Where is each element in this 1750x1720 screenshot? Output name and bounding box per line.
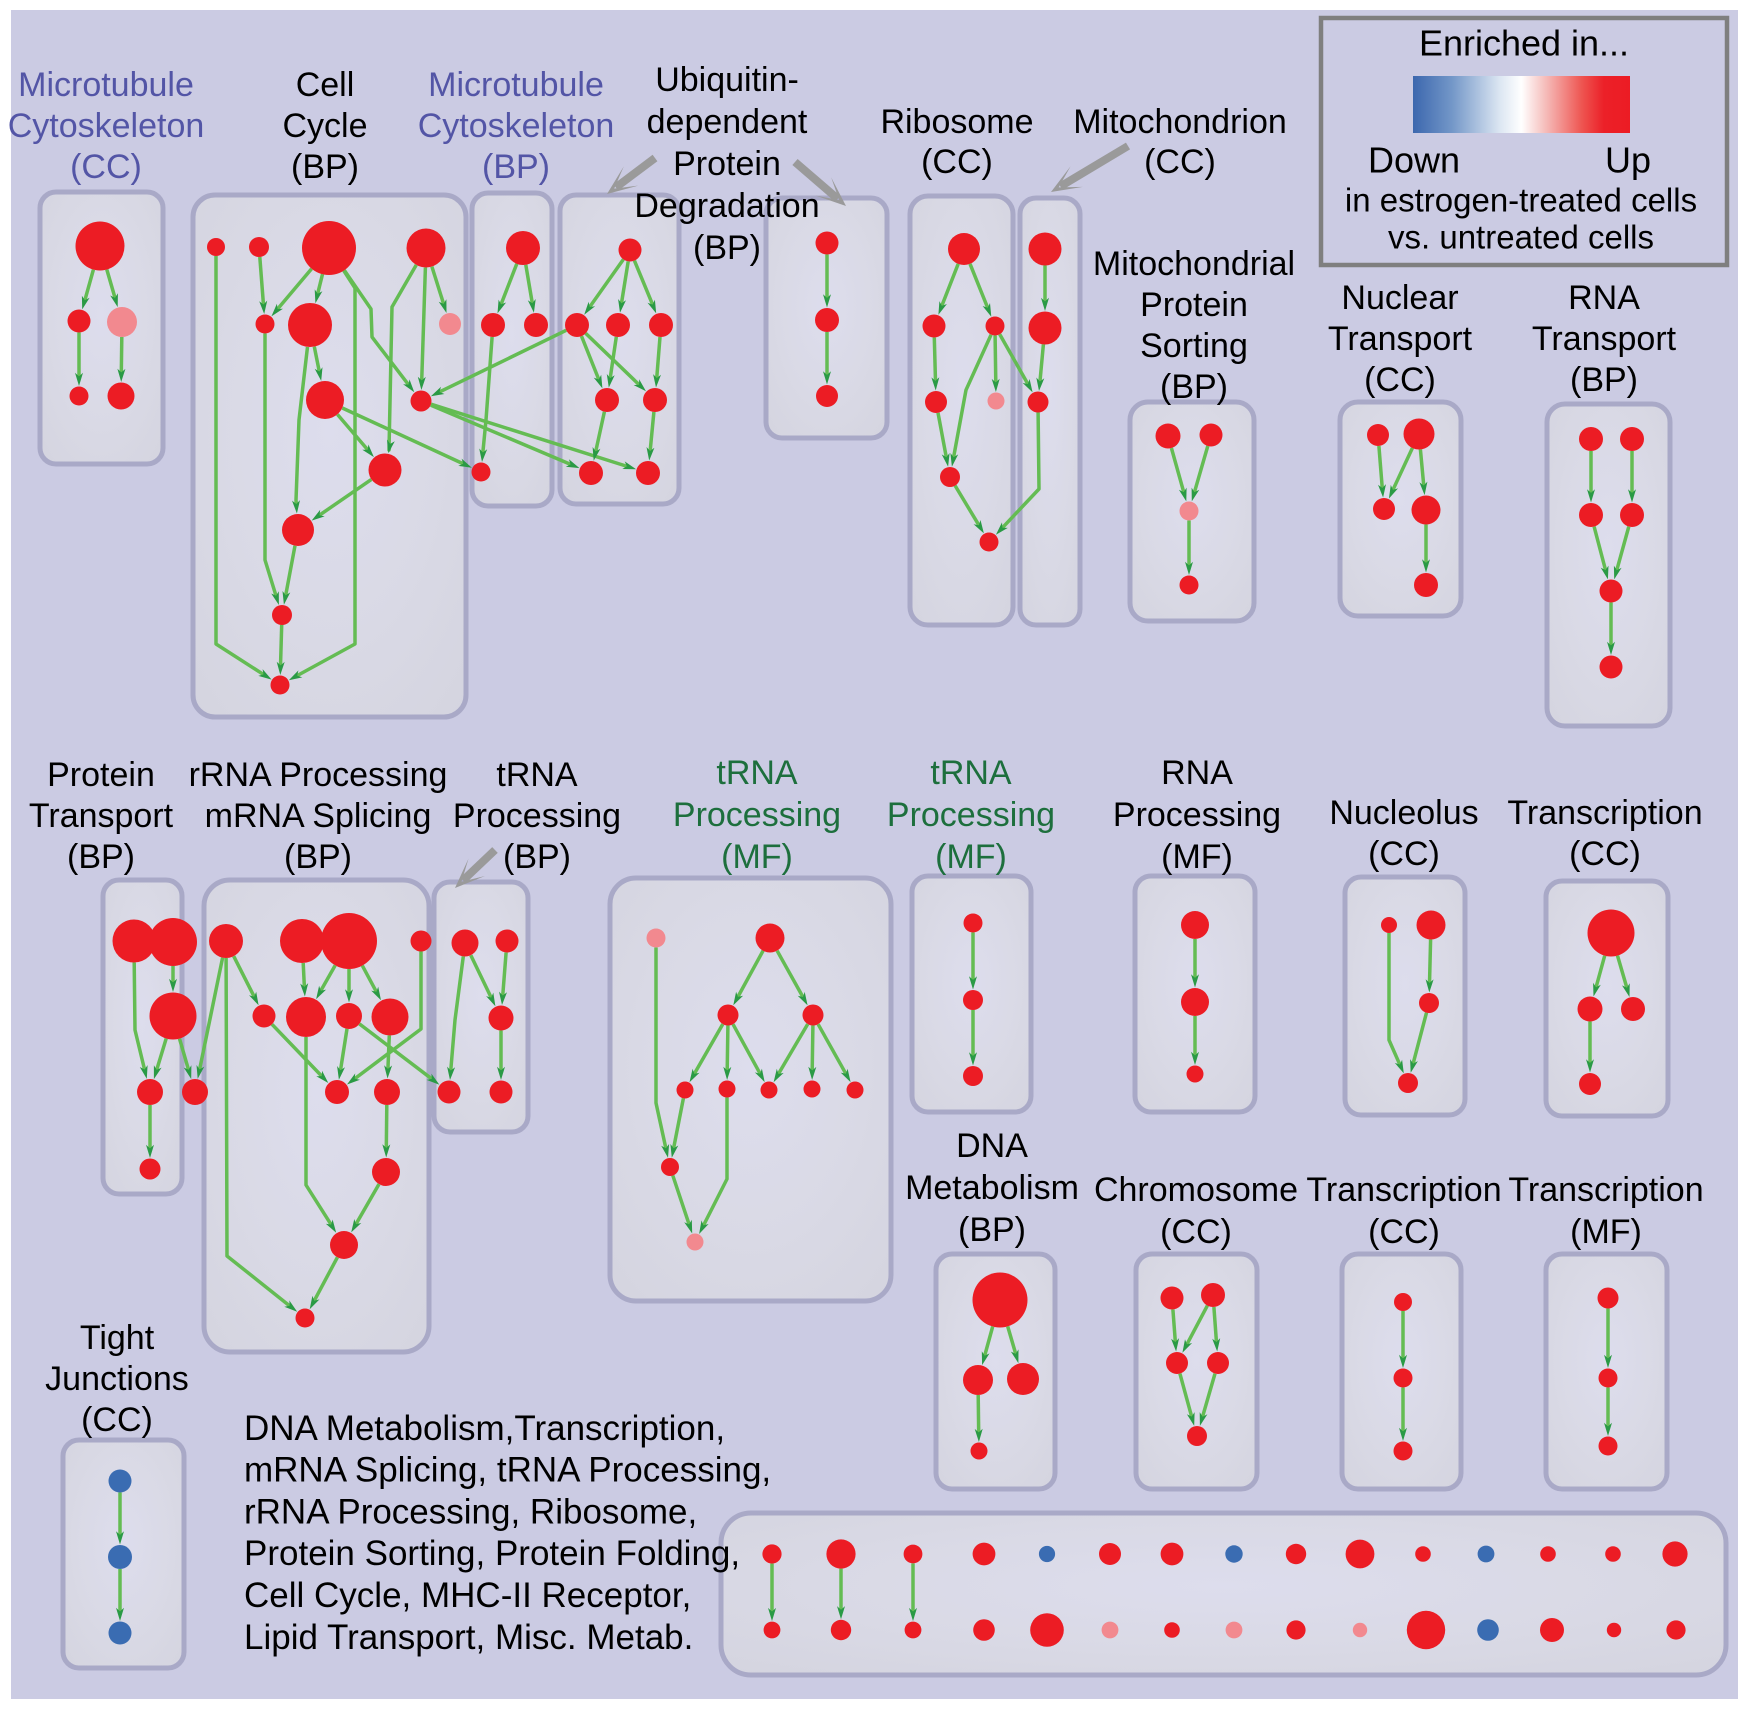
svg-text:Lipid Transport, Misc. Metab.: Lipid Transport, Misc. Metab. <box>244 1618 693 1657</box>
svg-text:(BP): (BP) <box>67 838 135 876</box>
svg-text:(MF): (MF) <box>1570 1213 1642 1251</box>
svg-text:Metabolism: Metabolism <box>905 1169 1079 1207</box>
svg-text:(BP): (BP) <box>291 148 359 186</box>
svg-text:mRNA Splicing, tRNA Processing: mRNA Splicing, tRNA Processing, <box>244 1451 771 1490</box>
svg-text:Protein: Protein <box>673 145 781 183</box>
svg-text:dependent: dependent <box>647 103 808 141</box>
svg-text:Ubiquitin-: Ubiquitin- <box>655 61 799 99</box>
svg-text:Degradation: Degradation <box>634 187 819 225</box>
svg-text:(MF): (MF) <box>721 838 793 876</box>
svg-text:(CC): (CC) <box>1144 143 1216 181</box>
svg-text:vs. untreated cells: vs. untreated cells <box>1388 219 1654 256</box>
svg-text:Protein Sorting, Protein Foldi: Protein Sorting, Protein Folding, <box>244 1534 740 1573</box>
svg-text:(BP): (BP) <box>693 229 761 267</box>
svg-text:tRNA: tRNA <box>930 754 1012 792</box>
svg-text:Protein: Protein <box>1140 286 1248 324</box>
svg-text:tRNA: tRNA <box>496 756 578 794</box>
svg-text:RNA: RNA <box>1568 279 1640 317</box>
svg-text:Cycle: Cycle <box>282 107 367 145</box>
svg-text:Cell Cycle, MHC-II Receptor,: Cell Cycle, MHC-II Receptor, <box>244 1576 691 1615</box>
svg-text:Nucleolus: Nucleolus <box>1329 794 1478 832</box>
svg-text:Transcription: Transcription <box>1306 1171 1501 1209</box>
svg-text:rRNA Processing, Ribosome,: rRNA Processing, Ribosome, <box>244 1492 697 1531</box>
svg-text:(MF): (MF) <box>1161 838 1233 876</box>
svg-text:Transcription: Transcription <box>1508 1171 1703 1209</box>
svg-text:(BP): (BP) <box>482 148 550 186</box>
svg-text:(CC): (CC) <box>70 148 142 186</box>
svg-text:Mitochondrion: Mitochondrion <box>1073 103 1287 141</box>
svg-text:(CC): (CC) <box>81 1401 153 1439</box>
svg-text:Cytoskeleton: Cytoskeleton <box>418 107 615 145</box>
svg-text:in estrogen-treated cells: in estrogen-treated cells <box>1345 182 1697 219</box>
svg-text:(MF): (MF) <box>935 838 1007 876</box>
svg-text:rRNA Processing: rRNA Processing <box>189 756 448 794</box>
svg-text:Ribosome: Ribosome <box>880 103 1033 141</box>
svg-text:Enriched in...: Enriched in... <box>1419 23 1629 64</box>
svg-text:Microtubule: Microtubule <box>18 66 194 104</box>
svg-text:(CC): (CC) <box>1569 835 1641 873</box>
svg-text:Processing: Processing <box>1113 796 1281 834</box>
svg-text:tRNA: tRNA <box>716 754 798 792</box>
svg-text:mRNA Splicing: mRNA Splicing <box>205 797 432 835</box>
svg-text:Transport: Transport <box>29 797 174 835</box>
svg-text:Transport: Transport <box>1532 320 1677 358</box>
svg-text:Junctions: Junctions <box>45 1360 189 1398</box>
svg-text:(CC): (CC) <box>921 143 993 181</box>
svg-text:(BP): (BP) <box>1160 368 1228 406</box>
svg-text:RNA: RNA <box>1161 754 1233 792</box>
svg-text:Protein: Protein <box>47 756 155 794</box>
svg-text:(BP): (BP) <box>958 1211 1026 1249</box>
svg-text:DNA: DNA <box>956 1127 1028 1165</box>
svg-text:Sorting: Sorting <box>1140 327 1248 365</box>
svg-text:Chromosome: Chromosome <box>1094 1171 1298 1209</box>
svg-text:DNA Metabolism,Transcription,: DNA Metabolism,Transcription, <box>244 1409 725 1448</box>
svg-text:(CC): (CC) <box>1160 1213 1232 1251</box>
svg-text:(CC): (CC) <box>1364 361 1436 399</box>
svg-text:Mitochondrial: Mitochondrial <box>1093 245 1295 283</box>
svg-text:Up: Up <box>1605 140 1651 181</box>
svg-text:(BP): (BP) <box>284 838 352 876</box>
svg-text:Transcription: Transcription <box>1507 794 1702 832</box>
svg-text:Down: Down <box>1368 140 1460 181</box>
svg-text:(BP): (BP) <box>503 838 571 876</box>
svg-text:Cytoskeleton: Cytoskeleton <box>8 107 205 145</box>
svg-text:Tight: Tight <box>80 1319 155 1357</box>
svg-text:(BP): (BP) <box>1570 361 1638 399</box>
svg-text:Microtubule: Microtubule <box>428 66 604 104</box>
svg-text:Processing: Processing <box>887 796 1055 834</box>
svg-text:Nuclear: Nuclear <box>1341 279 1458 317</box>
svg-text:Processing: Processing <box>453 797 621 835</box>
svg-text:(CC): (CC) <box>1368 835 1440 873</box>
svg-text:Transport: Transport <box>1328 320 1473 358</box>
svg-text:Cell: Cell <box>296 66 355 104</box>
svg-text:(CC): (CC) <box>1368 1213 1440 1251</box>
svg-text:Processing: Processing <box>673 796 841 834</box>
